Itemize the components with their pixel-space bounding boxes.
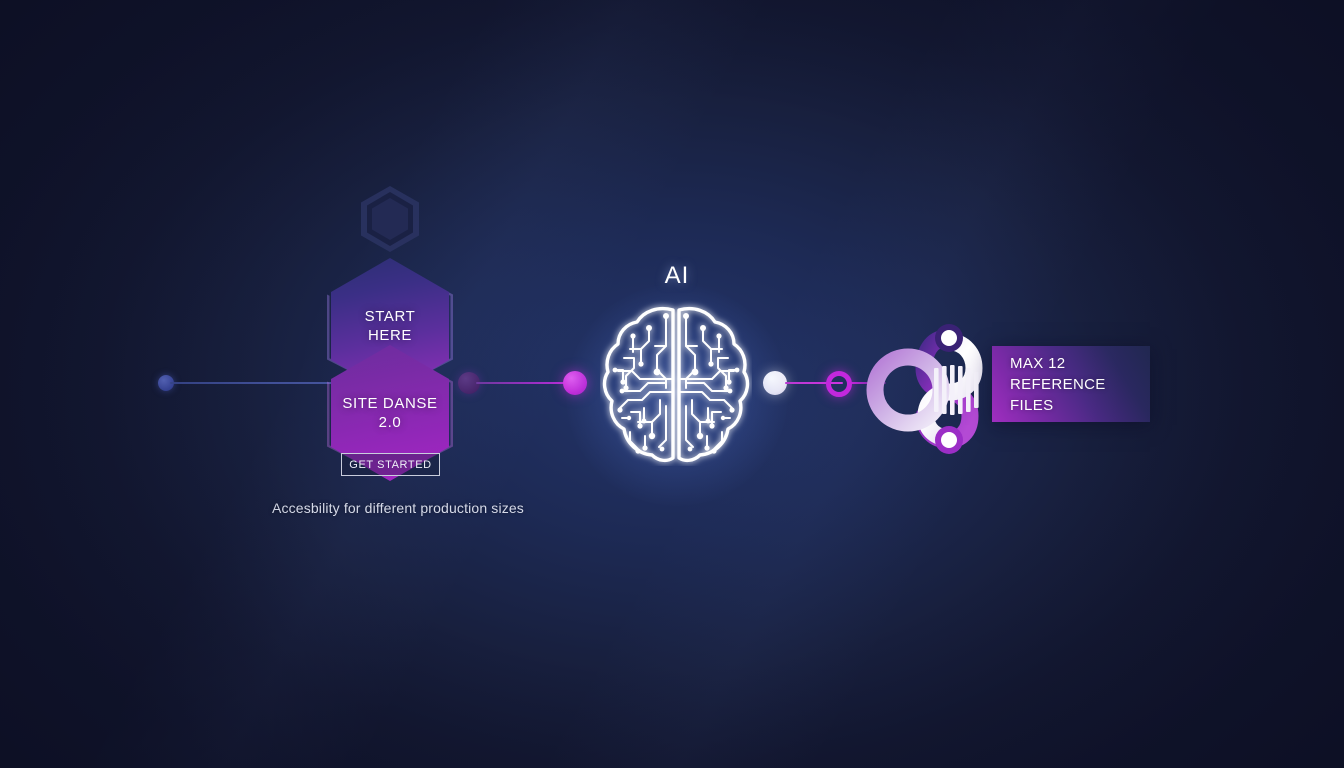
accessibility-caption: Accesbility for different production siz… bbox=[272, 500, 524, 516]
reference-files-badge-line2: REFERENCE FILES bbox=[1010, 375, 1106, 414]
circuit-brain-icon bbox=[602, 306, 750, 463]
reference-files-badge[interactable]: MAX 12 REFERENCE FILES bbox=[992, 346, 1150, 422]
reference-files-badge-line1: MAX 12 bbox=[1010, 354, 1066, 372]
hexagon-step-site-danse-label: SITE DANSE 2.0 bbox=[342, 395, 438, 431]
interlocking-rings-logo bbox=[866, 316, 996, 456]
ai-node: AI bbox=[566, 262, 788, 506]
connector-dot-magenta bbox=[563, 371, 587, 395]
connector-dot-white bbox=[763, 371, 787, 395]
hexagon-step-start-here-label: START HERE bbox=[364, 308, 416, 344]
ai-label: AI bbox=[664, 262, 690, 289]
connector-ring-magenta bbox=[826, 371, 852, 397]
logo-node-bottom-core bbox=[941, 432, 957, 448]
logo-node-top-core bbox=[941, 330, 957, 346]
get-started-button[interactable]: GET STARTED bbox=[341, 453, 440, 476]
get-started-button-label: GET STARTED bbox=[349, 458, 432, 471]
